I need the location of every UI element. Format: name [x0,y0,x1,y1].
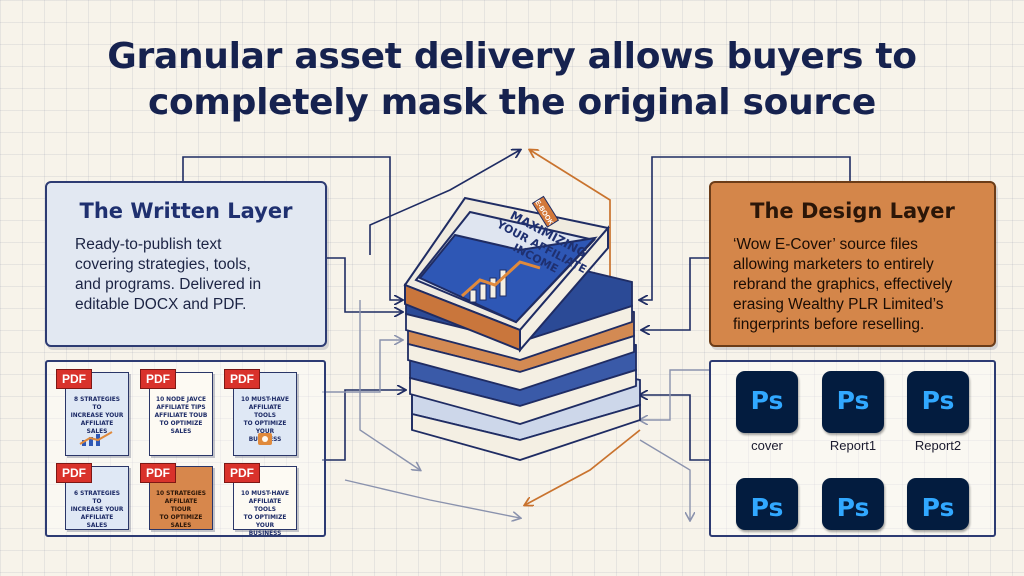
design-line-4: erasing Wealthy PLR Limited’s [733,296,944,313]
chart-icon [79,431,113,446]
design-line-3: rebrand the graphics, effectively [733,276,953,293]
photoshop-file-cover[interactable]: Ps [736,371,798,433]
pdf-icon: PDF [224,463,260,483]
photoshop-icon: Ps [836,386,870,415]
photoshop-icon: Ps [836,493,870,522]
arrow-orange-bottom [525,429,641,505]
title-line-2: completely mask the original source [147,82,877,123]
photoshop-file-6[interactable]: Ps [907,478,969,530]
arrow-pdf-panel [322,390,405,461]
photoshop-icon: Ps [750,386,784,415]
gear-icon [258,433,272,445]
photoshop-icon: Ps [750,493,784,522]
pdf-icon: PDF [56,463,92,483]
written-line-2: covering strategies, tools, [75,256,251,273]
design-layer-box: The Design Layer ‘Wow E-Cover’ source fi… [709,181,996,347]
arrow-grey-4 [640,369,709,420]
arrow-design-top [640,156,851,300]
psd-label-report2: Report2 [914,438,962,453]
photoshop-file-report1[interactable]: Ps [822,371,884,433]
pdf-icon: PDF [140,463,176,483]
pdf-icon: PDF [224,369,260,389]
photoshop-icon: Ps [921,386,955,415]
psd-label-report1: Report1 [829,438,877,453]
arrow-written-side [323,257,402,312]
design-line-2: allowing marketers to entirely [733,256,934,273]
ebook-badge: E-BOOK [531,195,560,228]
photoshop-file-4[interactable]: Ps [736,478,798,530]
arrow-grey-5 [639,439,690,520]
arrow-grey-2 [359,300,420,470]
photoshop-file-5[interactable]: Ps [822,478,884,530]
design-line-1: ‘Wow E-Cover’ source files [733,236,918,253]
written-layer-heading: The Written Layer [79,199,293,223]
page-title: Granular asset delivery allows buyers to… [60,34,964,126]
arrow-orange-top [530,150,611,300]
arrow-design-side [642,257,709,330]
photoshop-file-report2[interactable]: Ps [907,371,969,433]
written-layer-box: The Written Layer Ready-to-publish text … [45,181,327,347]
psd-files-panel: Ps cover Ps Report1 Ps Report2 Ps Ps Ps [709,360,996,537]
title-line-1: Granular asset delivery allows buyers to [107,36,917,77]
pdf-icon: PDF [140,369,176,389]
pdf-icon: PDF [56,369,92,389]
written-line-1: Ready-to-publish text [75,236,222,253]
design-line-5: fingerprints before reselling. [733,316,925,333]
written-layer-description: Ready-to-publish text covering strategie… [75,235,315,315]
written-line-4: editable DOCX and PDF. [75,296,247,313]
arrow-grey-1 [322,340,402,393]
arrow-grey-3 [344,479,520,518]
arrow-psd-panel [640,395,709,461]
design-layer-description: ‘Wow E-Cover’ source files allowing mark… [733,235,984,335]
arrow-written-top [182,156,402,300]
photoshop-icon: Ps [921,493,955,522]
top-book-cover [403,196,610,353]
cover-chart [469,269,507,303]
psd-label-cover: cover [751,438,783,453]
arrow-to-top-center [369,150,520,255]
design-layer-heading: The Design Layer [750,199,955,223]
written-line-3: and programs. Delivered in [75,276,262,293]
